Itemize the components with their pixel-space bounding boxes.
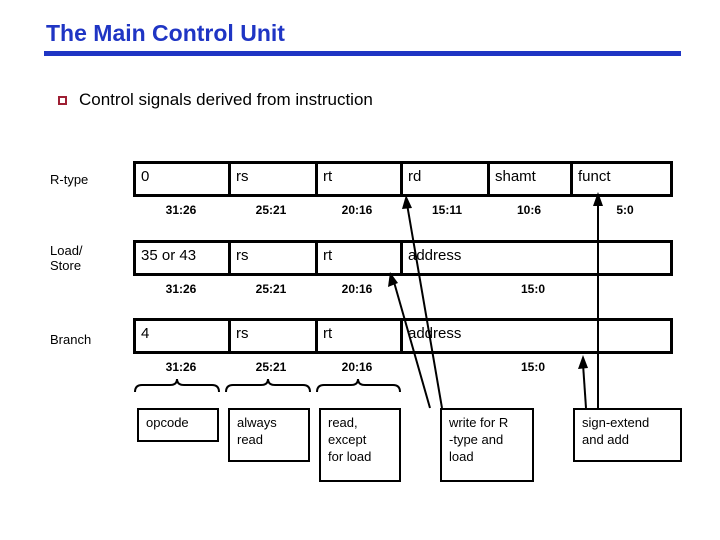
field-cell-rt: rt (318, 321, 403, 351)
field-cell-address: address (408, 325, 462, 342)
field-cell-rt: rt (318, 164, 403, 194)
page-title: The Main Control Unit (46, 20, 285, 46)
field-cell-opcode: 4 (136, 321, 231, 351)
brace-read-except-icon (316, 378, 401, 393)
bit-range-25-21: 25:21 (255, 360, 287, 374)
bullet-square-icon (58, 95, 67, 105)
bit-range-20-16: 20:16 (341, 360, 373, 374)
brace-opcode-icon (134, 378, 220, 393)
field-cell-rs: rs (231, 164, 318, 194)
bit-ranges-r-type: 31:26 25:21 20:16 15:11 10:6 5:0 (133, 203, 673, 219)
bit-range-31-26: 31:26 (165, 203, 197, 217)
field-cell-rs: rs (231, 243, 318, 273)
bit-range-25-21: 25:21 (255, 203, 287, 217)
desc-box-sign-extend-and-add: sign-extend and add (573, 408, 682, 462)
field-cell-opcode: 35 or 43 (136, 243, 231, 273)
bullet-item: Control signals derived from instruction (58, 90, 373, 110)
instruction-format-branch: 4 rs rt address (133, 318, 673, 354)
desc-box-write-for-r-type-and-load: write for R -type and load (440, 408, 534, 482)
bit-ranges-load-store: 31:26 25:21 20:16 15:0 (133, 282, 673, 298)
bit-range-15-11: 15:11 (431, 203, 463, 217)
bit-range-25-21: 25:21 (255, 282, 287, 296)
field-cell-funct: funct (578, 168, 611, 185)
bit-range-10-6: 10:6 (516, 203, 542, 217)
instruction-format-load-store: 35 or 43 rs rt address (133, 240, 673, 276)
field-cell-opcode: 0 (136, 164, 231, 194)
brace-always-read-icon (225, 378, 311, 393)
title-underline-rule (44, 51, 681, 56)
bit-range-5-0: 5:0 (616, 203, 634, 217)
bit-range-15-0: 15:0 (520, 282, 546, 296)
row-label-branch: Branch (50, 332, 92, 347)
bullet-item-label: Control signals derived from instruction (79, 90, 373, 109)
field-cell-rd: rd (403, 164, 490, 194)
arrow-write-to-rd (406, 203, 443, 409)
field-cell-address: address (408, 247, 462, 264)
bit-range-20-16: 20:16 (341, 203, 373, 217)
field-cell-rs: rs (231, 321, 318, 351)
desc-box-always-read: always read (228, 408, 310, 462)
bit-range-15-0: 15:0 (520, 360, 546, 374)
bit-range-31-26: 31:26 (165, 282, 197, 296)
desc-box-opcode: opcode (137, 408, 219, 442)
instruction-format-r-type: 0 rs rt rd shamt funct (133, 161, 673, 197)
desc-box-read-except-for-load: read, except for load (319, 408, 401, 482)
field-cell-rt: rt (318, 243, 403, 273)
row-label-load-store: Load/ Store (50, 243, 83, 273)
bit-range-20-16: 20:16 (341, 282, 373, 296)
bit-range-31-26: 31:26 (165, 360, 197, 374)
row-label-r-type: R-type (50, 172, 89, 187)
bit-ranges-branch: 31:26 25:21 20:16 15:0 (133, 360, 673, 376)
field-cell-shamt: shamt (490, 164, 573, 194)
